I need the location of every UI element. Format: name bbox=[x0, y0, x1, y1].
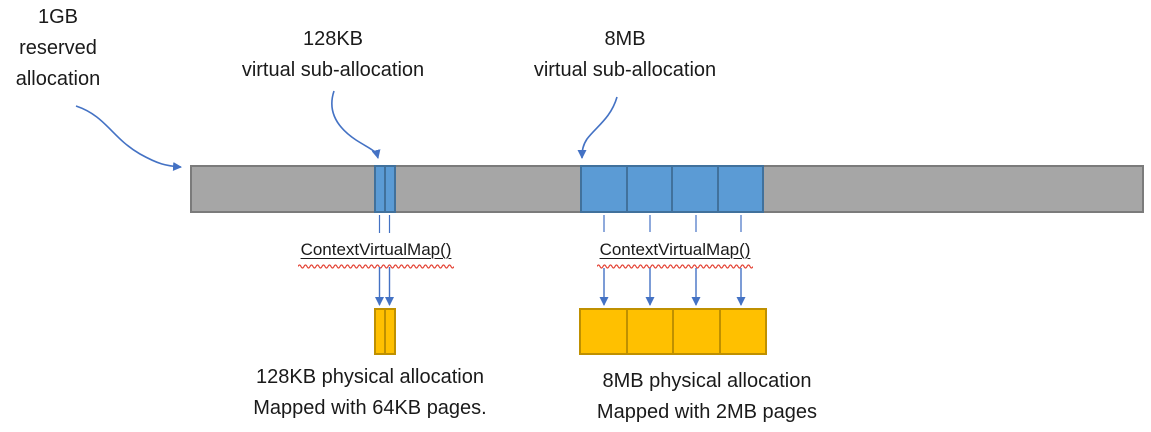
spellcheck-squiggle-icon bbox=[298, 264, 454, 269]
sub-allocation-128kb-label-line2: virtual sub-allocation bbox=[241, 59, 425, 81]
physical-128kb-caption-line1: 128KB physical allocation bbox=[256, 366, 484, 388]
physical-page-cell bbox=[386, 310, 394, 353]
physical-128kb-caption-line2: Mapped with 64KB pages. bbox=[253, 397, 487, 419]
physical-page-cell bbox=[581, 310, 626, 353]
physical-8mb-caption-line1: 8MB physical allocation bbox=[602, 370, 812, 392]
context-virtual-map-text-left: ContextVirtualMap() bbox=[300, 240, 452, 259]
virtual-page-cell bbox=[582, 167, 626, 211]
physical-page-cell bbox=[627, 310, 672, 353]
physical-allocation-8mb bbox=[579, 308, 767, 355]
physical-page-cell bbox=[674, 310, 719, 353]
physical-page-cell bbox=[720, 310, 765, 353]
sub-allocation-8mb-label-line2: virtual sub-allocation bbox=[533, 59, 717, 81]
reserved-allocation-label-line2: reserved bbox=[19, 37, 97, 59]
sub-allocation-8mb-label-line1: 8MB bbox=[604, 28, 646, 50]
virtual-sub-allocation-128kb bbox=[374, 165, 396, 213]
leader-arrow-128kb bbox=[331, 90, 381, 159]
virtual-sub-allocation-8mb bbox=[580, 165, 764, 213]
physical-128kb-caption: 128KB physical allocation Mapped with 64… bbox=[220, 362, 520, 424]
sub-allocation-128kb-label: 128KB virtual sub-allocation bbox=[208, 24, 458, 86]
sub-allocation-8mb-label: 8MB virtual sub-allocation bbox=[500, 24, 750, 86]
virtual-page-cell bbox=[627, 167, 671, 211]
physical-8mb-caption: 8MB physical allocation Mapped with 2MB … bbox=[557, 366, 857, 428]
context-virtual-map-call-right: ContextVirtualMap() bbox=[585, 240, 765, 269]
spellcheck-squiggle-icon bbox=[597, 264, 753, 269]
physical-allocation-128kb bbox=[374, 308, 396, 355]
reserved-allocation-label-line3: allocation bbox=[15, 68, 101, 90]
virtual-page-cell bbox=[376, 167, 384, 211]
leader-arrow-1gb bbox=[75, 105, 182, 171]
reserved-allocation-label: 1GB reserved allocation bbox=[0, 2, 116, 95]
sub-allocation-128kb-label-line1: 128KB bbox=[302, 28, 364, 50]
virtual-page-cell bbox=[673, 167, 717, 211]
physical-8mb-caption-line2: Mapped with 2MB pages bbox=[596, 401, 818, 423]
virtual-page-cell bbox=[718, 167, 762, 211]
reserved-allocation-label-line1: 1GB bbox=[37, 6, 79, 28]
virtual-page-cell bbox=[386, 167, 394, 211]
context-virtual-map-text-right: ContextVirtualMap() bbox=[599, 240, 751, 259]
physical-page-cell bbox=[376, 310, 384, 353]
context-virtual-map-call-left: ContextVirtualMap() bbox=[286, 240, 466, 269]
leader-arrow-8mb bbox=[577, 96, 618, 159]
